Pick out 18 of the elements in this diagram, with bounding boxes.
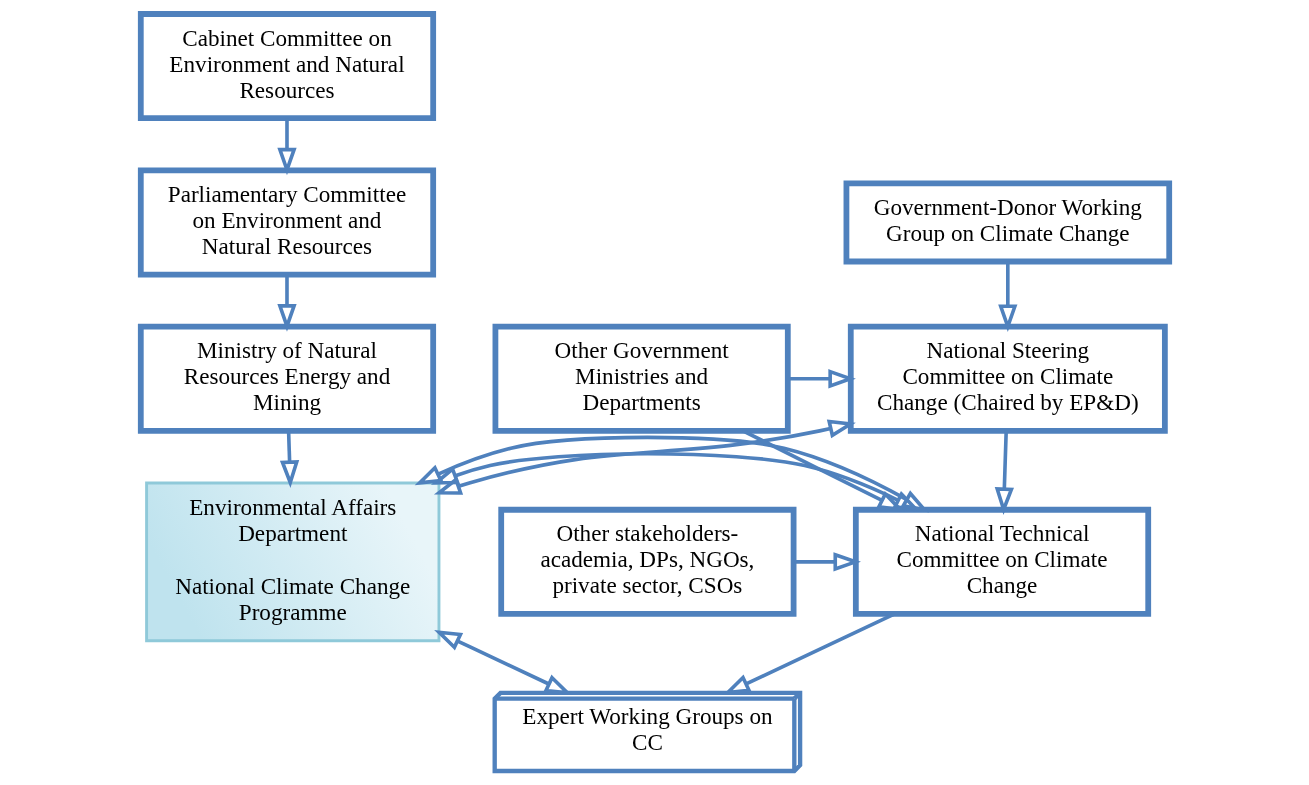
- node-box: Parliamentary Committee on Environment and Natural Resources: [137, 167, 436, 278]
- arrow: [787, 369, 856, 389]
- arrow: [997, 261, 1017, 332]
- node-box: Ministry of Natural Resources Energy and Mining: [137, 323, 436, 434]
- arrow: [994, 430, 1014, 515]
- arrow: [793, 552, 861, 572]
- arrow: [433, 419, 856, 495]
- node-box: Government-Donor Working Group on Climate Change: [843, 180, 1172, 265]
- arrow: [276, 274, 297, 332]
- node-box: National Steering Committee on Climate Change (Chaired by EP&D): [847, 323, 1168, 434]
- node-box: Cabinet Committee on Environment and Natural Resources: [137, 11, 436, 122]
- node-box: Environmental Affairs Department National Climate Change Programme: [144, 481, 440, 643]
- arrow: [414, 435, 929, 513]
- arrow: [276, 118, 297, 176]
- arrow: [279, 430, 299, 488]
- node-box: National Technical Committee on Climate Change: [852, 506, 1151, 617]
- node-box: Other stakeholders- academia, DPs, NGOs, private sector, CSOs: [497, 506, 796, 617]
- node-box: Other Government Ministries and Departments: [492, 323, 791, 434]
